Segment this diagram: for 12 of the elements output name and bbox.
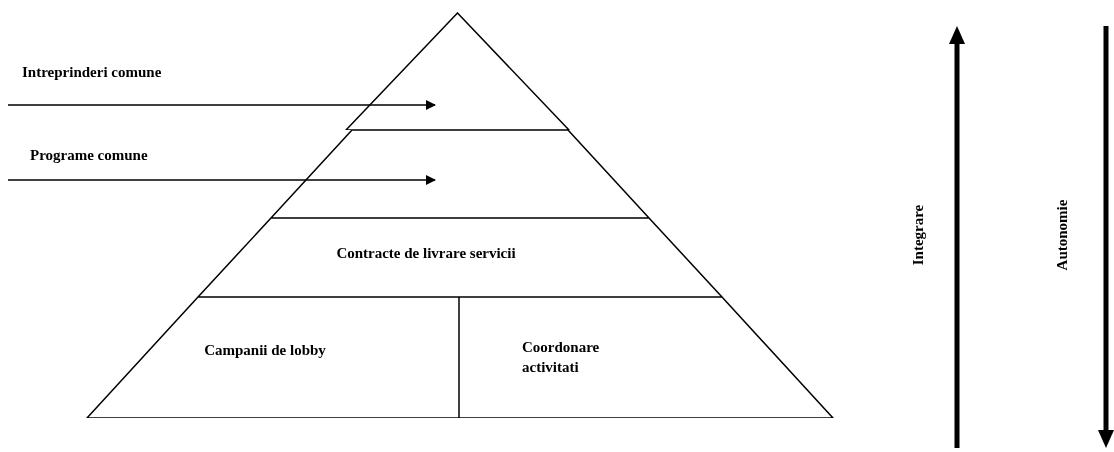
pyramid-tier bbox=[268, 130, 651, 218]
pyramid-top-section bbox=[345, 12, 570, 130]
section-label: Campanii de lobby bbox=[203, 341, 327, 360]
axis-label: Autonomie bbox=[1053, 198, 1071, 273]
pyramid-tier bbox=[196, 218, 724, 297]
pyramid-section bbox=[459, 297, 835, 418]
arrow bbox=[7, 100, 436, 110]
axis-label: Integrare bbox=[909, 203, 927, 268]
section-label: Contracte de livrare servicii bbox=[335, 244, 517, 263]
arrow bbox=[7, 175, 436, 185]
section-label: Coordonare activitati bbox=[522, 338, 601, 377]
pyramid-section bbox=[85, 297, 461, 418]
